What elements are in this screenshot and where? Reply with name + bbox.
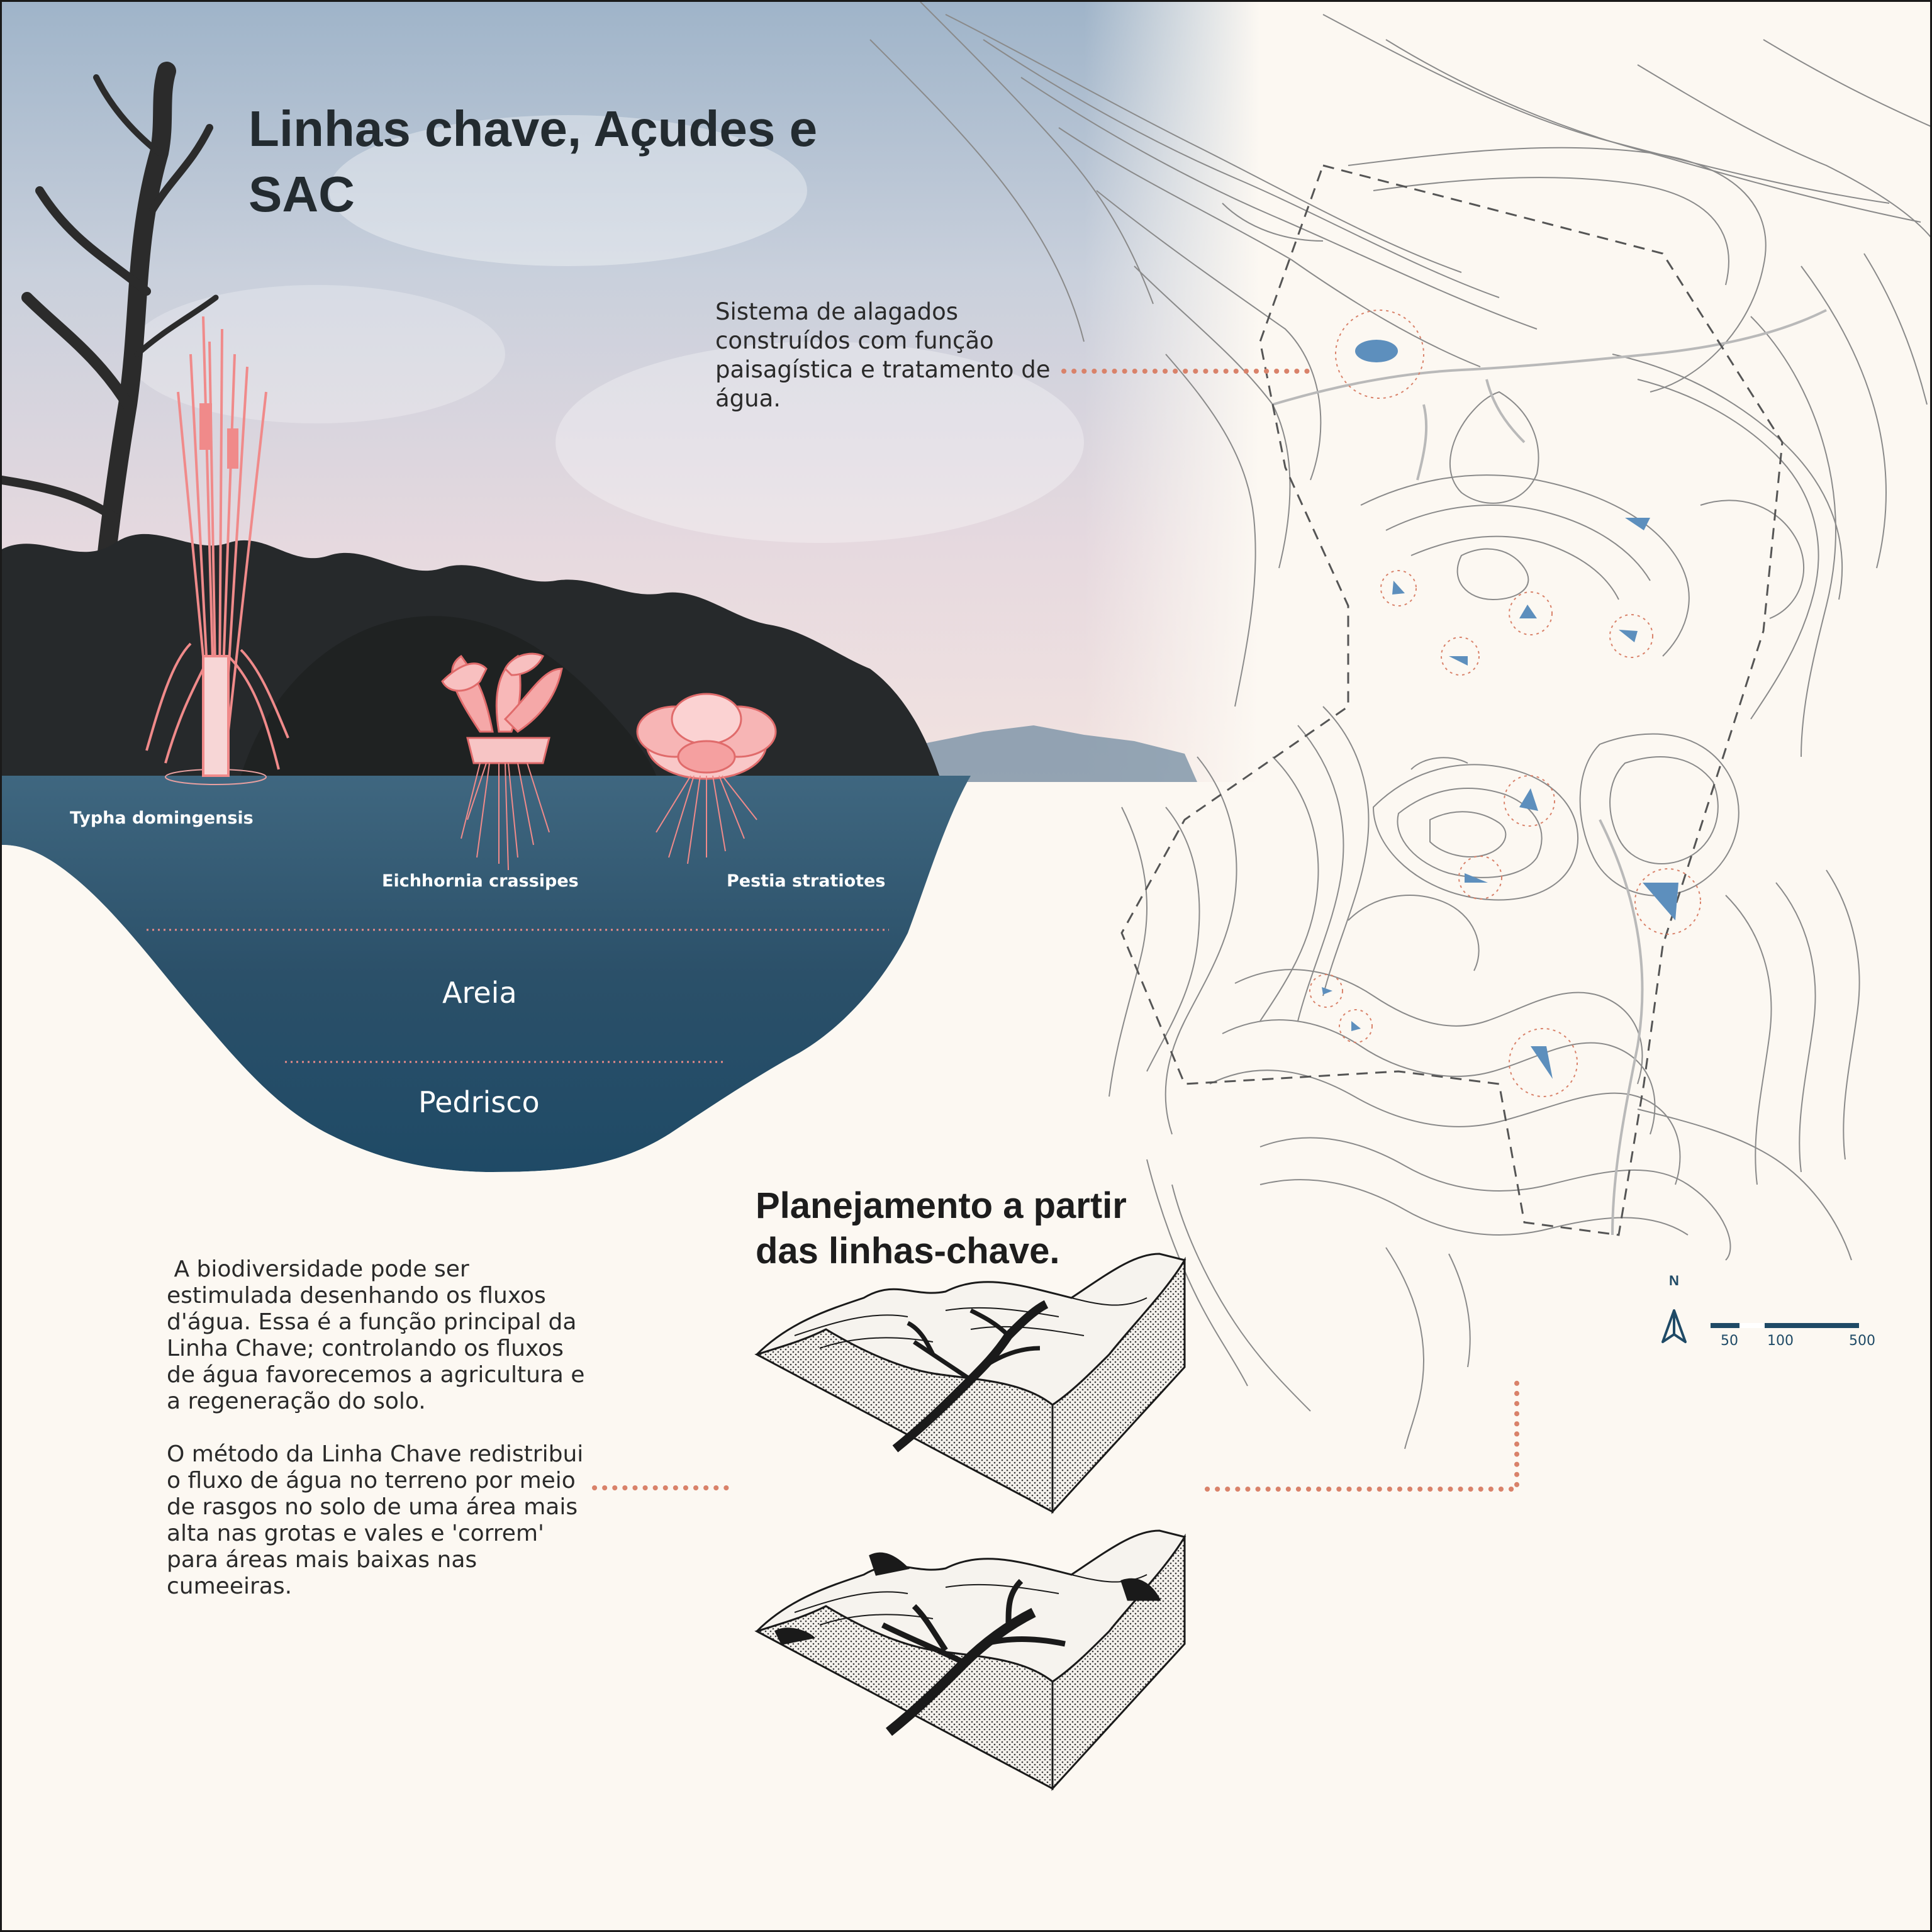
pistia-plant-illustration [636,693,777,864]
site-boundary [1120,164,1784,1236]
eichhornia-plant-illustration [441,652,563,871]
scale-label: 100 [1767,1333,1794,1349]
map-roads [1272,309,1827,1236]
pond-cross-section [2,776,971,1172]
scale-bar [1711,1323,1859,1328]
plant-label-pistia: Pestia stratiotes [727,871,886,891]
mountains [920,725,1197,782]
map-leader-line [1205,1371,1519,1492]
map-ponds [1309,310,1701,1097]
north-arrow-icon [1661,1309,1687,1343]
contour-map [869,2,1930,1449]
body-paragraph: O método da Linha Chave redistribui o fl… [167,1441,584,1599]
keyline-block-diagram-before [754,1253,1187,1514]
layer-label-gravel: Pedrisco [418,1085,540,1119]
ground-cutout [2,845,669,1930]
page-title: Linhas chave, Açudes e SAC [248,101,818,222]
body-text: A biodiversidade pode ser estimulada des… [167,1256,595,1626]
body-paragraph: A biodiversidade pode ser estimulada des… [167,1256,592,1414]
keyline-block-diagram-after [754,1529,1187,1791]
typha-plant-illustration [145,316,289,785]
sac-caption: Sistema de alagados construídos com funç… [715,298,1051,412]
plant-label-eichhornia: Eichhornia crassipes [382,871,579,891]
plant-label-typha: Typha domingensis [70,808,254,828]
scale-label: 500 [1849,1333,1875,1349]
north-label: N [1669,1273,1679,1288]
planning-title: Planejamento a partir das linhas-chave. [756,1185,1127,1271]
layer-label-sand: Areia [442,976,517,1010]
scale-label: 50 [1721,1333,1738,1349]
